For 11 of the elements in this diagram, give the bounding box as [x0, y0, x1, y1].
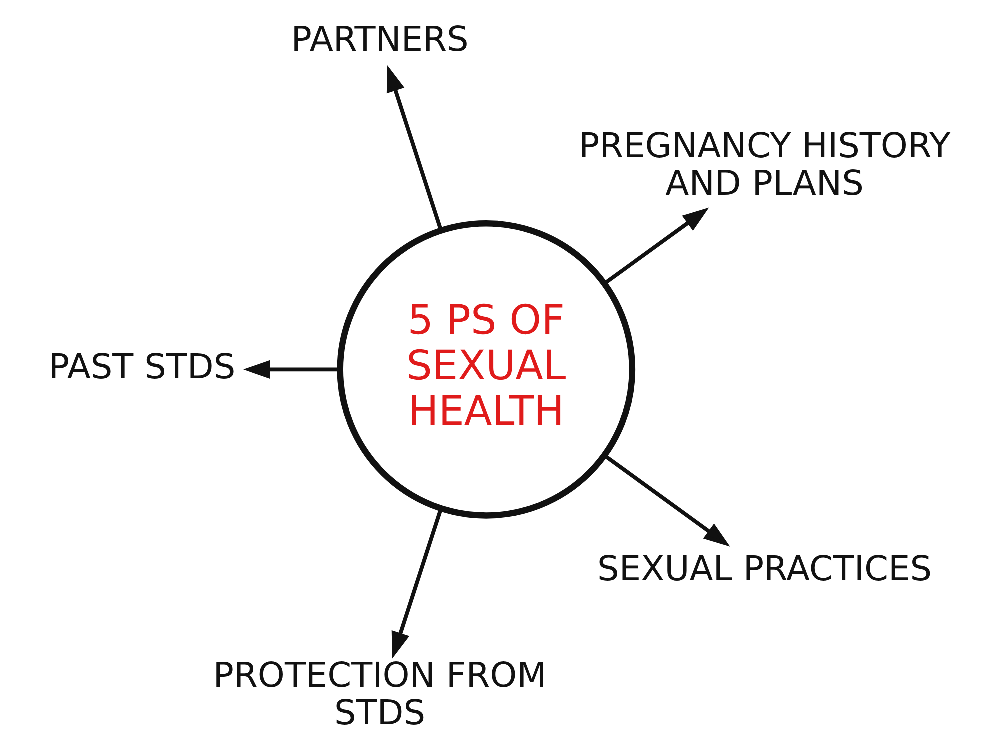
node-text: PAST STDS	[48, 347, 236, 388]
node-circle: 5 PS OF SEXUAL HEALTH	[337, 220, 636, 519]
node-text: PREGNANCY HISTORY AND PLANS	[579, 126, 951, 204]
arrow	[604, 454, 730, 547]
arrow	[392, 508, 443, 659]
node-text: PARTNERS	[291, 20, 469, 60]
arrow	[244, 360, 340, 379]
node-text: SEXUAL PRACTICES	[598, 550, 932, 590]
arrow	[604, 208, 710, 286]
arrow	[386, 66, 443, 231]
node-text: PROTECTION FROM STDS	[213, 656, 547, 734]
